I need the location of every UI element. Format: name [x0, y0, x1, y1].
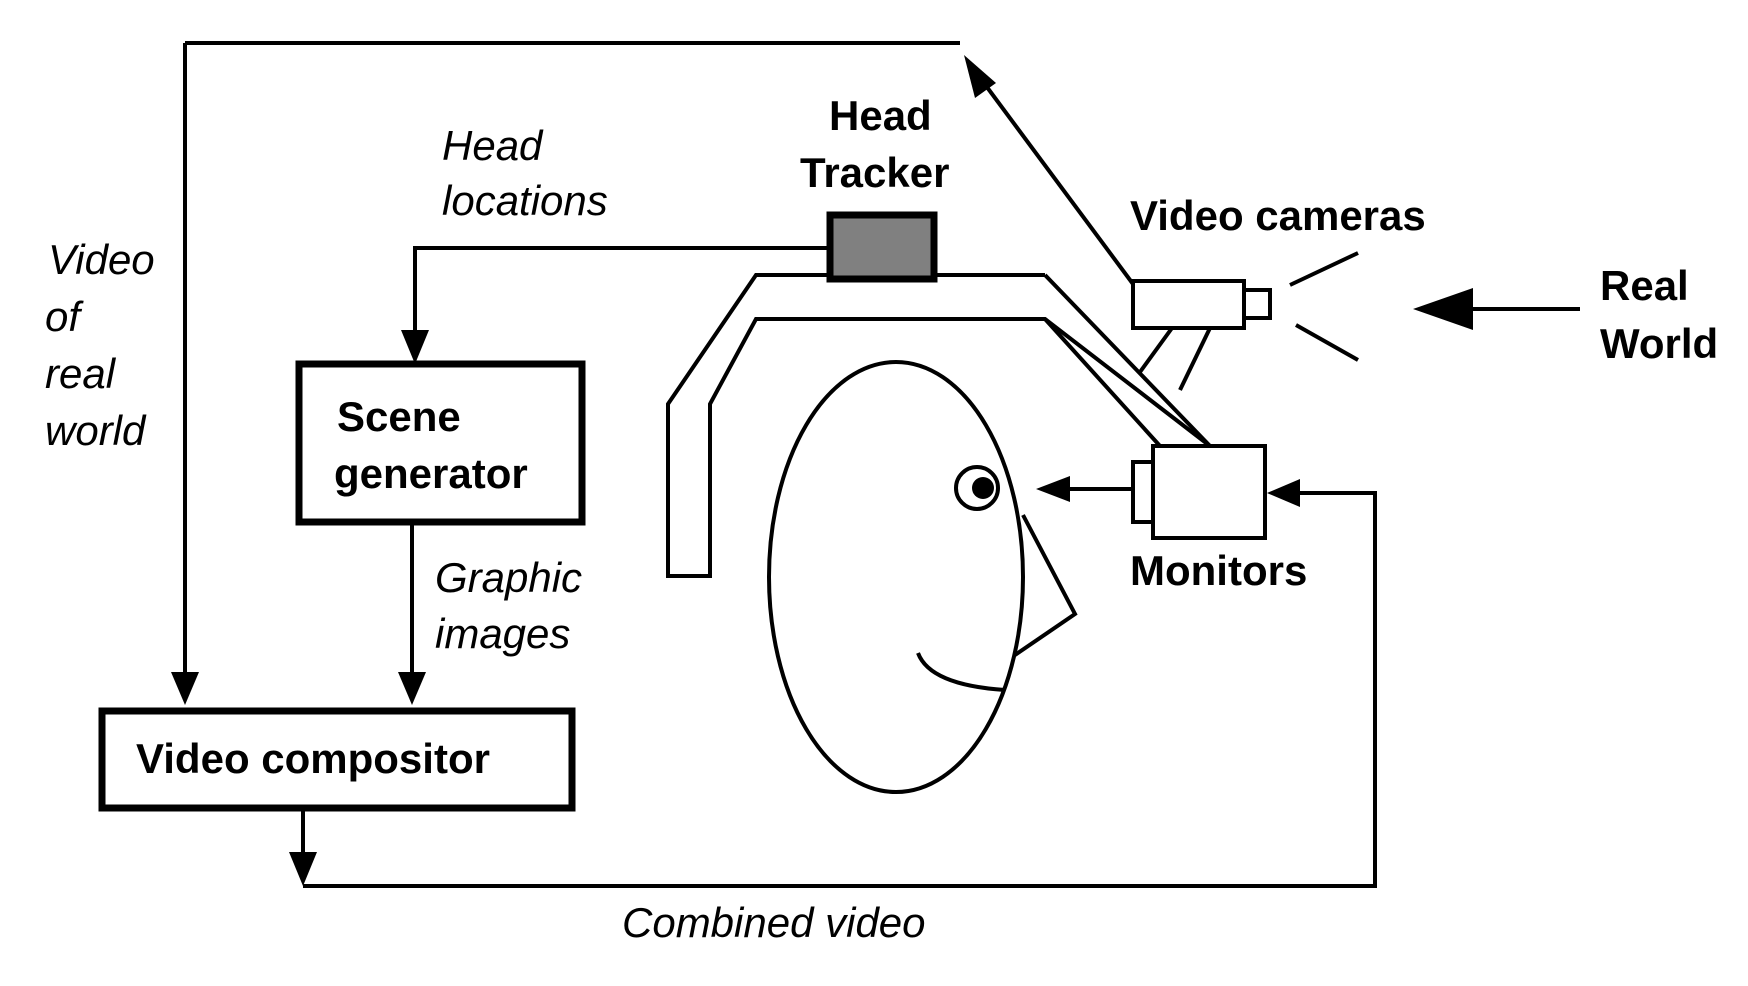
- camera-arrowhead: [964, 55, 996, 98]
- video-of-real-world-label-line2: of: [45, 293, 84, 340]
- graphic-images-label-line1: Graphic: [435, 554, 582, 601]
- mouth: [916, 652, 1006, 692]
- camera-to-top-line: [976, 73, 1135, 286]
- video-of-real-world-label-line1: Video: [48, 236, 155, 283]
- video-compositor-label: Video compositor: [136, 735, 490, 782]
- camera-view-line-bottom: [1295, 323, 1359, 362]
- monitor-input-arrowhead: [1267, 479, 1300, 507]
- head-tracker-label-line2: Tracker: [800, 149, 949, 196]
- camera-strut-1: [1138, 326, 1174, 374]
- video-cameras-label: Video cameras: [1130, 192, 1426, 239]
- combined-video-label: Combined video: [622, 899, 926, 946]
- real-world-arrowhead: [1413, 288, 1473, 330]
- compositor-out-arrowhead: [289, 852, 317, 886]
- head-tracker-box: [826, 211, 938, 283]
- hmd-outer-frame: [666, 273, 1212, 578]
- eye-arrowhead: [1036, 476, 1070, 502]
- camera-view-line-top: [1289, 251, 1359, 287]
- hmd-frame-outer-arm: [1043, 273, 1212, 448]
- eye-outline: [954, 465, 1000, 511]
- eye-pupil: [972, 477, 994, 499]
- head-locations-label-line2: locations: [442, 177, 608, 224]
- head-locations-label-line1: Head: [442, 122, 544, 169]
- monitors-label: Monitors: [1130, 547, 1307, 594]
- video-compositor-box: [98, 707, 576, 812]
- camera-strut-2: [1178, 327, 1212, 391]
- graphic-images-label-line2: images: [435, 610, 570, 657]
- video-camera-body: [1131, 279, 1246, 330]
- head-outline: [767, 360, 1025, 794]
- monitor-body: [1151, 444, 1267, 540]
- head-tracker-label-line1: Head: [829, 92, 932, 139]
- video-camera-lens: [1242, 288, 1272, 320]
- scene-generator-box: [295, 360, 586, 526]
- head-locations-line: [413, 246, 834, 336]
- video-of-real-world-label-line3: real: [45, 350, 117, 397]
- scene-generator-label-line1: Scene: [337, 393, 461, 440]
- nose: [1013, 514, 1078, 657]
- monitor-lens: [1131, 460, 1155, 524]
- real-world-label-line1: Real: [1600, 262, 1689, 309]
- compositor-input-arrowhead: [171, 672, 199, 705]
- video-of-real-world-label-line4: world: [45, 407, 147, 454]
- scene-generator-label-line2: generator: [334, 450, 528, 497]
- real-world-label-line2: World: [1600, 320, 1718, 367]
- combined-video-line: [303, 491, 1377, 888]
- graphic-images-arrowhead: [398, 672, 426, 705]
- hmd-frame-inner-arm: [1043, 317, 1162, 448]
- head-locations-arrowhead: [401, 330, 429, 364]
